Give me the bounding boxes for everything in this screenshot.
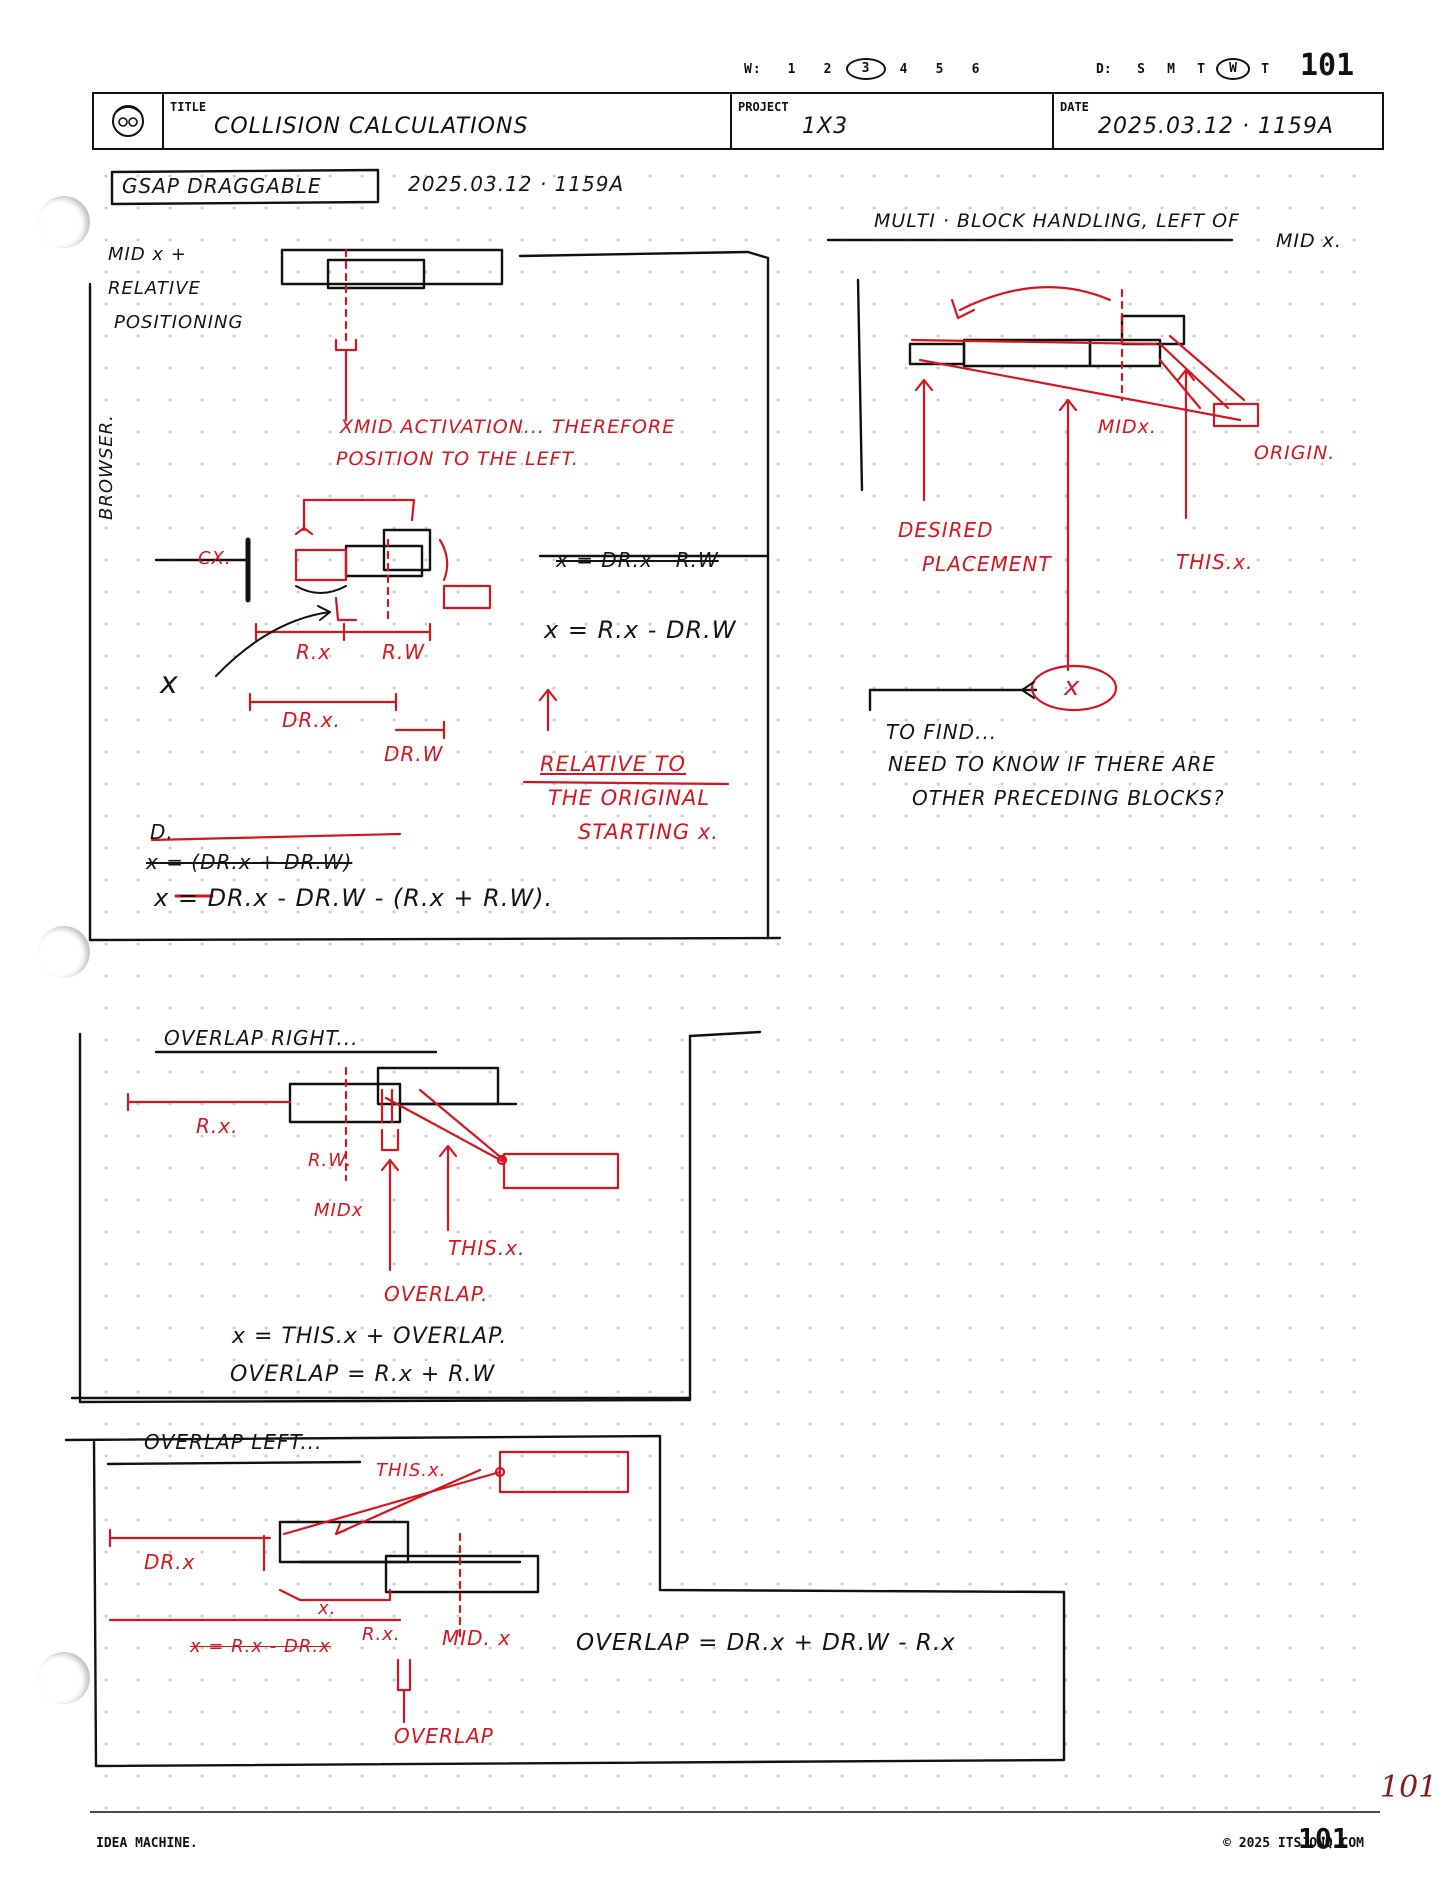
this-x-label: THIS.x.	[376, 1460, 447, 1481]
title-label: TITLE	[170, 100, 207, 114]
day-letter: S	[1137, 61, 1145, 77]
day-selector: D: S M T W T	[1096, 58, 1280, 80]
drx-label: DR.x	[144, 1550, 196, 1574]
overlap-left-formula: OVERLAP = DR.x + DR.W - R.x	[576, 1630, 956, 1656]
origin-label: ORIGIN.	[1254, 442, 1336, 464]
section3-red	[126, 1066, 620, 1272]
to-find-line: TO FIND...	[886, 720, 998, 744]
date-value: 2025.03.12 · 1159A	[1098, 114, 1334, 139]
drx-label: DR.x.	[282, 708, 341, 732]
section1-arrow	[215, 585, 347, 677]
section2-arrow	[1021, 681, 1035, 699]
handwritten-page-number: 101	[1380, 1770, 1438, 1805]
this-x-label: THIS.x.	[448, 1236, 526, 1260]
rx-label: R.x	[296, 640, 332, 664]
week-number: 5	[935, 61, 945, 77]
d-label: D.	[150, 820, 174, 844]
date-cell: DATE 2025.03.12 · 1159A	[1054, 94, 1382, 148]
rw-label: R.W	[382, 640, 426, 664]
project-label: PROJECT	[738, 100, 789, 114]
cx-label: CX.	[198, 548, 232, 569]
to-find-line: NEED TO KNOW IF THERE ARE	[888, 752, 1217, 776]
formula-struck: x = DR.x - R.W	[556, 548, 719, 572]
x-label: x.	[318, 1598, 337, 1619]
overlap-right-formula: x = THIS.x + OVERLAP.	[232, 1324, 508, 1349]
section1-timestamp: 2025.03.12 · 1159A	[408, 172, 625, 196]
page-title: COLLISION CALCULATIONS	[214, 114, 529, 139]
drw-label: DR.W	[384, 742, 444, 766]
rx-label: R.x.	[362, 1624, 401, 1645]
footer-copyright: © 2025 ITSJONQ.COM	[1223, 1836, 1364, 1851]
gsap-heading: GSAP DRAGGABLE	[122, 174, 322, 198]
week-number-selected: 3	[846, 58, 886, 80]
to-find-line: OTHER PRECEDING BLOCKS?	[912, 786, 1225, 810]
header-bar: TITLE COLLISION CALCULATIONS PROJECT 1X3…	[92, 92, 1384, 150]
left-note-line: MID x +	[108, 244, 187, 265]
midx-label: MID. x	[442, 1626, 512, 1650]
project-value: 1X3	[802, 114, 849, 139]
desired-label: PLACEMENT	[922, 552, 1052, 576]
dot-grid	[90, 160, 1380, 1810]
desired-label: DESIRED	[898, 518, 994, 542]
left-note-line: RELATIVE	[108, 278, 201, 299]
page-number-top: 101	[1300, 48, 1355, 83]
formula-main: x = R.x - DR.W	[544, 616, 737, 644]
day-letter-selected: W	[1216, 58, 1250, 80]
binder-hole	[38, 196, 90, 248]
relative-note-line: RELATIVE TO	[540, 752, 687, 776]
day-letter: T	[1197, 61, 1205, 77]
rw-label: R.W.	[308, 1150, 353, 1171]
week-number: 6	[971, 61, 981, 77]
day-label: D:	[1096, 61, 1112, 77]
xmid-note-line: POSITION TO THE LEFT.	[336, 448, 579, 470]
week-selector: W: 1 2 3 4 5 6	[744, 58, 994, 80]
multi-block-heading: MULTI · BLOCK HANDLING, LEFT OF	[874, 210, 1241, 232]
rx-label: R.x.	[196, 1114, 239, 1138]
day-letter: T	[1261, 61, 1269, 77]
logo-cell	[94, 94, 164, 148]
multi-block-heading: MID x.	[1276, 230, 1342, 252]
midx-label: MIDx.	[1098, 416, 1157, 438]
browser-label: BROWSER.	[96, 414, 117, 520]
week-label: W:	[744, 61, 762, 77]
midx-label: MIDx	[314, 1200, 364, 1221]
binder-hole	[38, 926, 90, 978]
overlap-label: OVERLAP.	[384, 1282, 489, 1306]
page-number-bottom: 101	[1298, 1822, 1349, 1855]
project-cell: PROJECT 1X3	[732, 94, 1054, 148]
this-x-label: THIS.x.	[1176, 550, 1254, 574]
x-label: x	[160, 666, 179, 701]
final-formula: x = DR.x - DR.W - (R.x + R.W).	[154, 884, 554, 912]
section1-red	[150, 248, 730, 898]
logo-icon	[112, 105, 144, 137]
week-number: 2	[823, 61, 833, 77]
xmid-note-line: XMID ACTIVATION... THEREFORE	[340, 416, 676, 438]
overlap-right-heading: OVERLAP RIGHT...	[164, 1026, 359, 1050]
x-circled-label: x	[1064, 672, 1081, 702]
week-number: 4	[899, 61, 909, 77]
relative-note-line: STARTING x.	[578, 820, 719, 844]
overlap-right-formula: OVERLAP = R.x + R.W	[230, 1362, 496, 1387]
struck-formula: x = R.x - DR.x	[190, 1636, 331, 1657]
date-label: DATE	[1060, 100, 1089, 114]
section2-red	[910, 286, 1260, 712]
relative-note-line: THE ORIGINAL	[548, 786, 711, 810]
day-letter: M	[1167, 61, 1175, 77]
footer-brand: IDEA MACHINE.	[96, 1836, 198, 1851]
week-number: 1	[787, 61, 797, 77]
final-struck: x = (DR.x + DR.W)	[146, 850, 353, 874]
section2-frame	[826, 238, 1234, 712]
overlap-label: OVERLAP	[394, 1724, 494, 1748]
left-note-line: POSITIONING	[114, 312, 244, 333]
section1-frame	[88, 168, 782, 942]
section4-frame	[64, 1434, 1066, 1768]
overlap-left-heading: OVERLAP LEFT...	[144, 1430, 323, 1454]
binder-hole	[38, 1652, 90, 1704]
section4-red	[108, 1450, 630, 1724]
title-cell: TITLE COLLISION CALCULATIONS	[164, 94, 732, 148]
